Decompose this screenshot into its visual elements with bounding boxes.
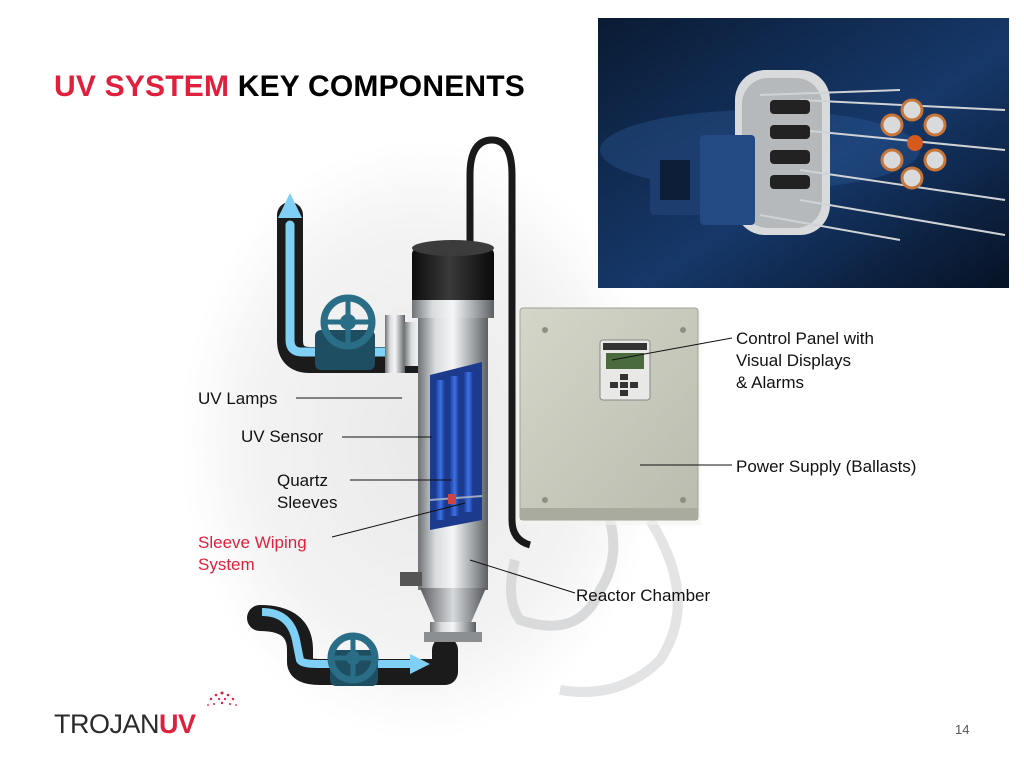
control-cabinet xyxy=(517,307,701,525)
upper-valve xyxy=(315,294,376,370)
inlet-pipe xyxy=(277,193,433,373)
slide-title: UV SYSTEM KEY COMPONENTS xyxy=(54,70,525,104)
label-text: UV Sensor xyxy=(241,427,324,446)
page-number: 14 xyxy=(955,722,970,737)
reactor-chamber xyxy=(400,240,494,642)
title-accent: UV SYSTEM xyxy=(54,70,230,103)
label-quartz-sleeves: Quartz Sleeves xyxy=(277,470,337,514)
uv-lamp xyxy=(436,380,445,520)
lamp-assembly-photo xyxy=(598,18,1009,288)
label-text-line: Control Panel with xyxy=(736,329,874,348)
logo-burst-icon xyxy=(207,691,237,706)
title-rest: KEY COMPONENTS xyxy=(237,70,526,103)
label-text-line: Visual Displays xyxy=(736,351,851,370)
label-power-supply: Power Supply (Ballasts) xyxy=(736,456,916,478)
logo-wordmark: TROJANUV xyxy=(54,709,196,740)
uv-lamp xyxy=(450,376,459,516)
flow-arrow-right-icon xyxy=(410,654,430,674)
logo-uv-text: UV xyxy=(159,709,196,739)
logo-trojan-text: TROJAN xyxy=(54,709,160,739)
leader-lines xyxy=(296,337,733,594)
label-sleeve-wiping-system: Sleeve Wiping System xyxy=(198,532,307,576)
sensor-cable xyxy=(506,518,619,631)
label-text: Power Supply (Ballasts) xyxy=(736,457,917,476)
uv-lamp xyxy=(464,372,473,512)
label-text: UV Lamps xyxy=(198,389,278,408)
lower-valve xyxy=(327,632,379,686)
label-text-line: Sleeves xyxy=(277,493,338,512)
label-text-line: & Alarms xyxy=(736,373,805,392)
label-text-line: Quartz xyxy=(277,471,329,490)
lamp-cable xyxy=(466,136,532,549)
uv-sensor-probe xyxy=(448,494,456,504)
label-uv-sensor: UV Sensor xyxy=(241,426,323,448)
label-uv-lamps: UV Lamps xyxy=(198,388,277,410)
label-reactor-chamber: Reactor Chamber xyxy=(576,585,710,607)
label-text-line: Sleeve Wiping xyxy=(198,533,307,552)
label-text: Reactor Chamber xyxy=(576,586,711,605)
label-text-line: System xyxy=(198,555,255,574)
outlet-pipe xyxy=(247,605,458,685)
flow-arrow-up-icon xyxy=(278,193,302,218)
label-control-panel: Control Panel with Visual Displays & Ala… xyxy=(736,328,874,394)
